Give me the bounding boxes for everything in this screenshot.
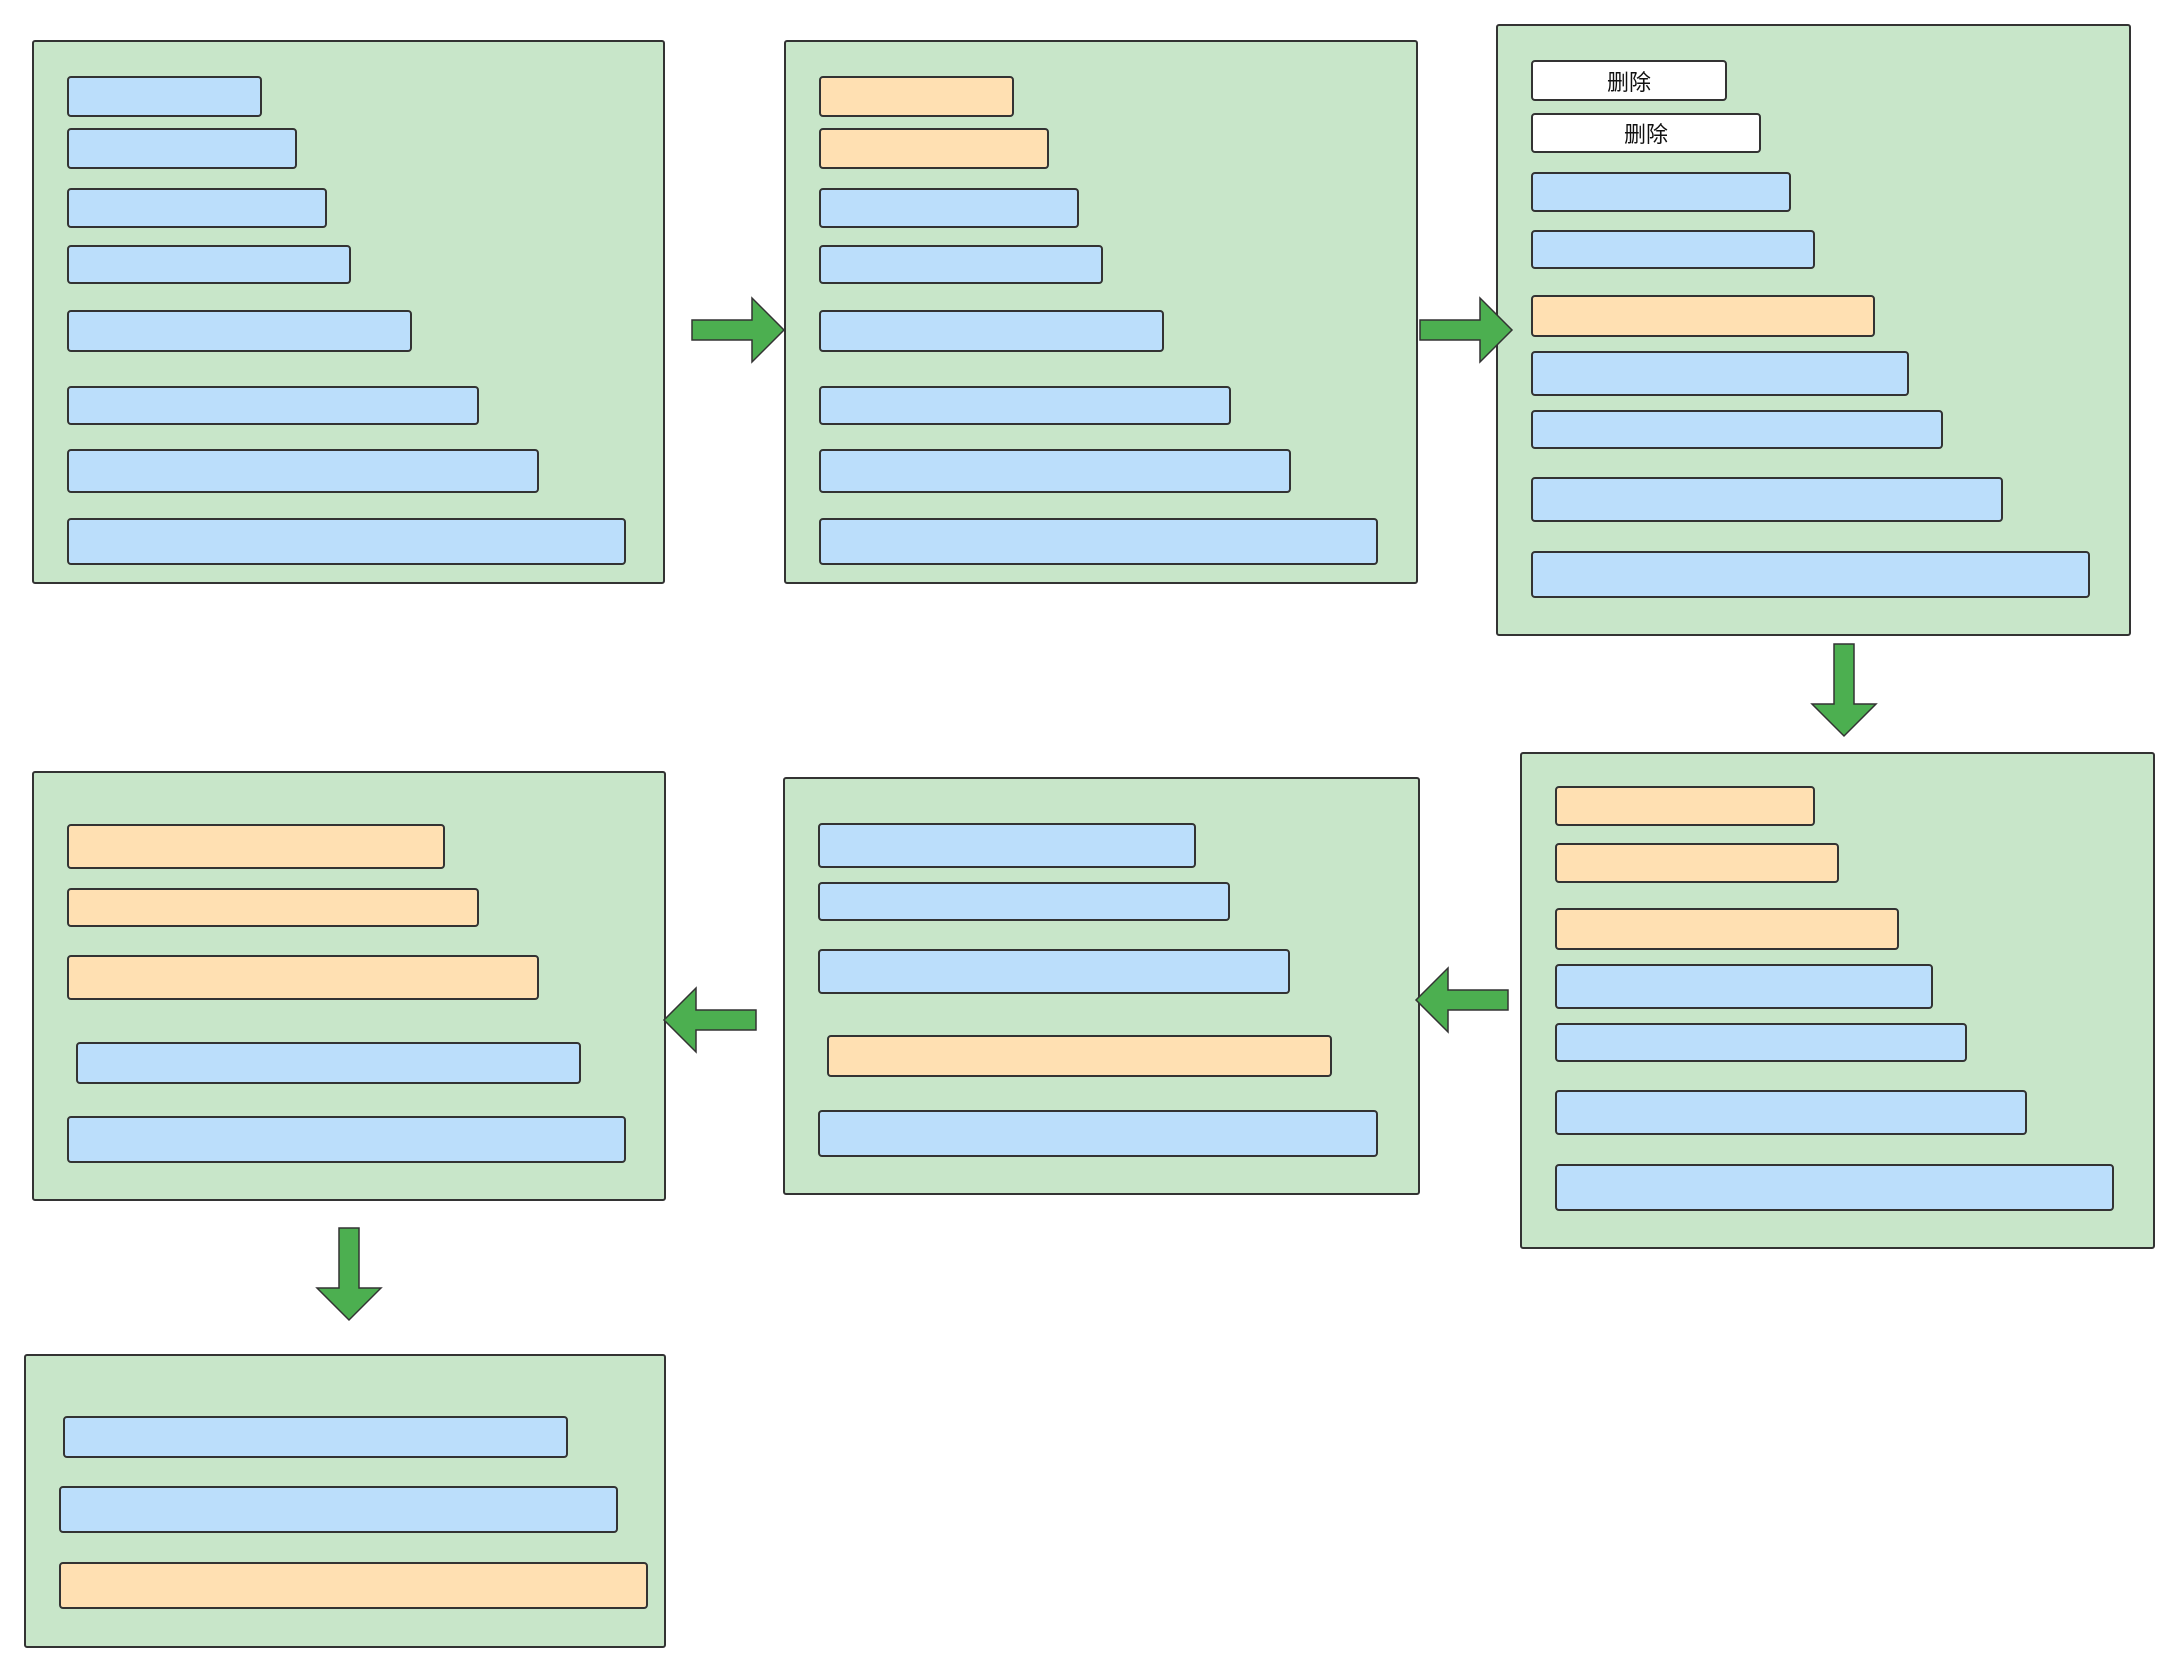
step-7-panel: [24, 1354, 666, 1648]
step-3-bar-8: [1531, 477, 2003, 522]
step-5-bar-4: [827, 1035, 1332, 1077]
step-7-bar-2: [59, 1486, 618, 1533]
delete-label-2: 删除: [1531, 113, 1761, 153]
arrow-down-icon: [1810, 643, 1878, 738]
step-5-bar-5: [818, 1110, 1378, 1157]
delete-label-1: 删除: [1531, 60, 1727, 101]
step-2-bar-3: [819, 188, 1079, 228]
step-4-bar-1: [1555, 786, 1815, 826]
step-6-bar-1: [67, 824, 445, 869]
step-1-bar-2: [67, 128, 297, 169]
step-2-bar-1: [819, 76, 1014, 117]
step-3-bar-3: [1531, 172, 1791, 212]
step-2-bar-2: [819, 128, 1049, 169]
step-1-panel: [32, 40, 665, 584]
step-1-bar-3: [67, 188, 327, 228]
step-4-bar-5: [1555, 1023, 1967, 1062]
step-3-bar-5: [1531, 295, 1875, 337]
step-3-bar-4: [1531, 230, 1815, 269]
step-3-panel: 删除 删除: [1496, 24, 2131, 636]
step-6-bar-3: [67, 955, 539, 1000]
step-6-bar-4: [76, 1042, 581, 1084]
step-6-panel: [32, 771, 666, 1201]
step-2-bar-8: [819, 518, 1378, 565]
step-3-bar-7: [1531, 410, 1943, 449]
step-1-bar-8: [67, 518, 626, 565]
step-2-bar-6: [819, 386, 1231, 425]
step-2-bar-4: [819, 245, 1103, 284]
step-1-bar-4: [67, 245, 351, 284]
step-2-bar-7: [819, 449, 1291, 493]
step-2-panel: [784, 40, 1418, 584]
step-6-bar-5: [67, 1116, 626, 1163]
step-4-panel: [1520, 752, 2155, 1249]
step-7-bar-1: [63, 1416, 568, 1458]
step-4-bar-2: [1555, 843, 1839, 883]
step-5-panel: [783, 777, 1420, 1195]
step-4-bar-3: [1555, 908, 1899, 950]
step-3-bar-6: [1531, 351, 1909, 396]
step-5-bar-1: [818, 823, 1196, 868]
arrow-right-icon: [1419, 296, 1514, 364]
step-1-bar-5: [67, 310, 412, 352]
step-5-bar-3: [818, 949, 1290, 994]
step-5-bar-2: [818, 882, 1230, 921]
step-7-bar-3: [59, 1562, 648, 1609]
step-4-bar-6: [1555, 1090, 2027, 1135]
arrow-left-icon: [662, 986, 757, 1054]
arrow-down-icon: [315, 1227, 383, 1322]
step-2-bar-5: [819, 310, 1164, 352]
arrow-left-icon: [1414, 966, 1509, 1034]
step-3-bar-9: [1531, 551, 2090, 598]
step-1-bar-1: [67, 76, 262, 117]
arrow-right-icon: [691, 296, 786, 364]
step-4-bar-7: [1555, 1164, 2114, 1211]
step-4-bar-4: [1555, 964, 1933, 1009]
step-6-bar-2: [67, 888, 479, 927]
step-1-bar-6: [67, 386, 479, 425]
step-1-bar-7: [67, 449, 539, 493]
